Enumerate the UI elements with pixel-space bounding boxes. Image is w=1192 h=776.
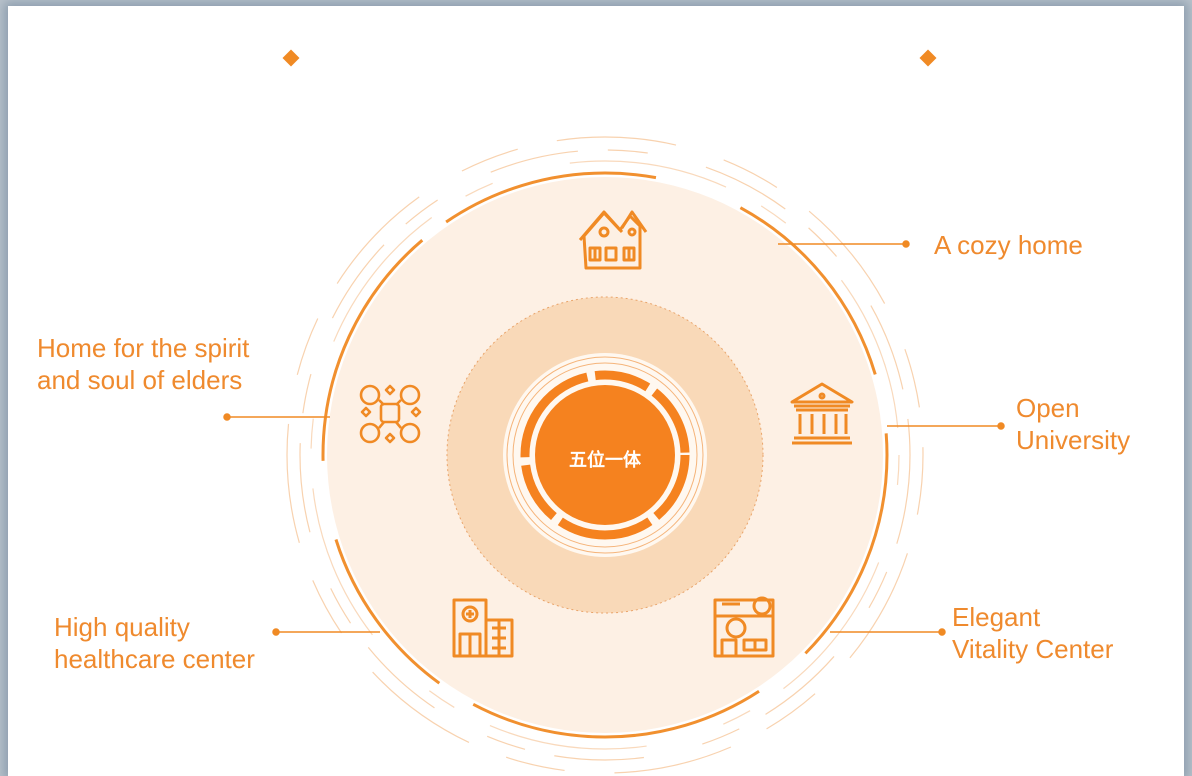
label-line: Open <box>1016 393 1080 423</box>
label-spirit-home: Home for the spirit and soul of elders <box>37 332 249 396</box>
hospital-icon <box>452 598 514 658</box>
label-line: and soul of elders <box>37 365 243 395</box>
label-line: Home for the spirit <box>37 333 250 363</box>
community-network-icon <box>359 384 422 444</box>
label-line: High quality <box>54 612 190 642</box>
vitality-center-icon <box>713 596 775 658</box>
outer-decorative-rings <box>286 136 924 774</box>
connector-lines <box>223 240 1005 636</box>
label-line: Vitality Center <box>952 634 1114 664</box>
university-building-icon <box>790 382 854 445</box>
center-core <box>535 385 675 525</box>
label-vitality-center: Elegant Vitality Center <box>952 601 1113 665</box>
label-line: healthcare center <box>54 644 255 674</box>
center-title: 五位一体 <box>569 450 641 471</box>
header-ornament-right <box>919 49 1105 67</box>
house-icon <box>578 210 648 270</box>
label-cozy-home: A cozy home <box>934 229 1083 261</box>
header-ornament-left <box>118 49 300 67</box>
label-line: Elegant <box>952 602 1041 632</box>
label-line: A cozy home <box>934 230 1083 260</box>
label-healthcare-center: High quality healthcare center <box>54 611 255 675</box>
segmented-core-ring <box>520 370 690 540</box>
label-open-university: Open University <box>1016 392 1130 456</box>
outer-accent-arcs <box>321 171 889 739</box>
label-line: University <box>1016 425 1131 455</box>
